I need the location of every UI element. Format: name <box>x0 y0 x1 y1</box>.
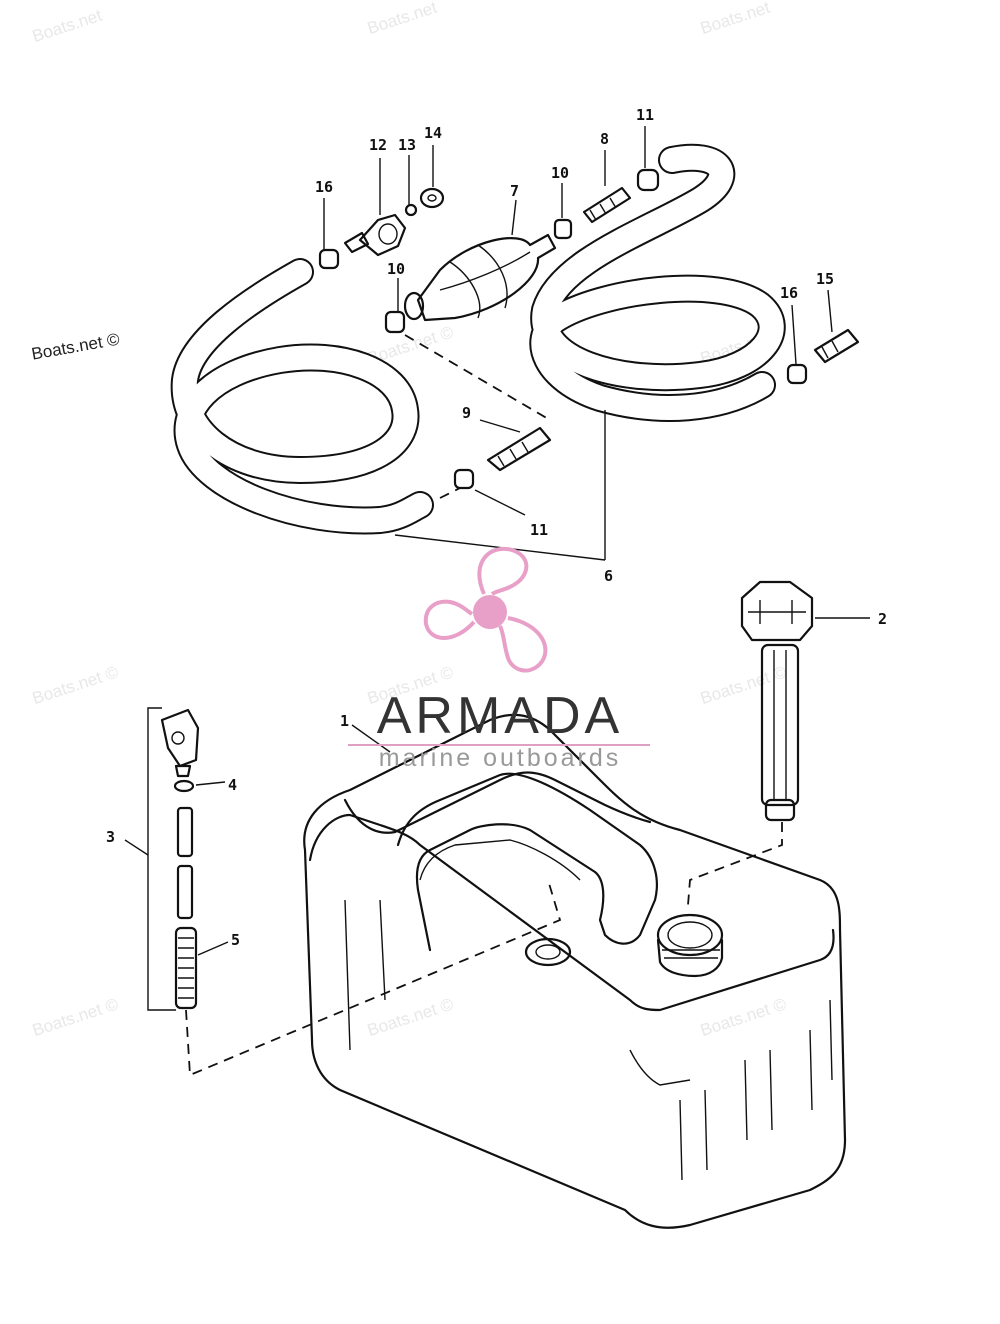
callout-11b: 11 <box>530 521 548 539</box>
fuel-hose-right <box>529 143 786 422</box>
callout-7: 7 <box>510 182 519 200</box>
fuel-pickup-assembly <box>160 708 200 1010</box>
check-valve-fitting <box>582 168 660 224</box>
fuel-hose-left <box>170 258 434 535</box>
tank-connector <box>453 426 552 490</box>
callout-13: 13 <box>398 136 416 154</box>
brand-divider <box>348 744 650 746</box>
callout-5: 5 <box>231 931 240 949</box>
callout-4: 4 <box>228 776 237 794</box>
primer-bulb <box>403 233 557 322</box>
callout-2: 2 <box>878 610 887 628</box>
callout-15: 15 <box>816 270 834 288</box>
callout-16b: 16 <box>780 284 798 302</box>
brand-name: ARMADA <box>376 687 624 745</box>
engine-connector <box>786 328 860 385</box>
callout-3: 3 <box>106 828 115 846</box>
propeller-logo-icon <box>423 546 548 673</box>
callout-1: 1 <box>340 712 349 730</box>
armada-logo: ARMADA marine outboards <box>340 688 660 772</box>
callout-12: 12 <box>369 136 387 154</box>
callout-8: 8 <box>600 130 609 148</box>
callout-10a: 10 <box>551 164 569 182</box>
callout-9: 9 <box>462 404 471 422</box>
callout-10b: 10 <box>387 260 405 278</box>
callout-16a: 16 <box>315 178 333 196</box>
brand-tagline: marine outboards <box>378 744 622 772</box>
callout-6: 6 <box>604 567 613 585</box>
fuel-gauge <box>740 580 814 822</box>
callout-14: 14 <box>424 124 442 142</box>
hose-clamp <box>384 218 573 334</box>
fuel-connector-assembly <box>318 187 445 270</box>
fuel-tank <box>303 713 847 1229</box>
callout-11a: 11 <box>636 106 654 124</box>
